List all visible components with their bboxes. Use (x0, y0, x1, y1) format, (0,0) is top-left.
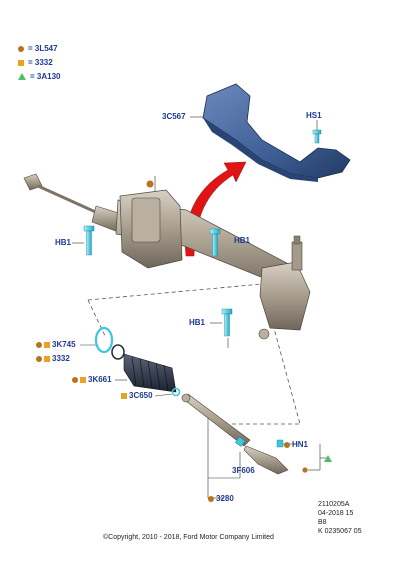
nut-hn1-icon (276, 439, 284, 448)
label-clip: 3C650 (121, 391, 153, 400)
part-marker-triangle (324, 455, 332, 462)
label-hb1-center: HB1 (234, 236, 251, 245)
legend-text: = 3332 (28, 58, 53, 67)
label-washer: 3332 (36, 354, 70, 363)
outer-tie-rod-end (243, 445, 289, 475)
circle-symbol-icon (18, 45, 24, 52)
tie-rod-ball-joint (181, 393, 191, 403)
bolt-hb1-lower-icon (221, 308, 233, 337)
leader-lines (72, 116, 328, 499)
square-symbol-icon (18, 59, 24, 66)
bolt-hb1-left-icon (83, 225, 95, 256)
part-marker-circle (146, 180, 154, 188)
steering-gear-assembly (23, 173, 311, 340)
bolt-hs1-icon (312, 129, 322, 144)
reference-block: 2110205A 04-2018 15 B8 K 0235067 05 (318, 500, 362, 536)
reference-id: K 0235067 05 (318, 528, 362, 535)
bolt-hb1-center-icon (209, 228, 221, 257)
legend-row-triangle: = 3A130 (18, 72, 60, 81)
locknut (234, 436, 246, 447)
reference-date: 04-2018 15 (318, 510, 354, 517)
label-boot-clamp: 3K745 (36, 340, 76, 349)
label-boot: 3K661 (72, 375, 112, 384)
boot-clamp-ring (94, 326, 114, 354)
label-locknut: 3F606 (232, 466, 255, 475)
label-tie-rod: 3280 (208, 494, 234, 503)
label-hb1-lower: HB1 (189, 318, 206, 327)
legend-row-square: = 3332 (18, 58, 53, 67)
washer-ring (111, 344, 125, 360)
bellows-folds (131, 356, 169, 391)
reference-version: B8 (318, 519, 327, 526)
label-shield: 3C567 (162, 112, 186, 121)
label-hb1-left: HB1 (55, 238, 72, 247)
label-hn1: HN1 (284, 440, 308, 449)
part-marker-circle (302, 467, 308, 473)
legend-row-circle: = 3L547 (18, 44, 58, 53)
boot-clip (171, 387, 181, 397)
legend-text: = 3A130 (30, 72, 61, 81)
legend-text: = 3L547 (28, 44, 58, 53)
reference-code: 2110205A (318, 501, 350, 508)
label-hs1: HS1 (306, 111, 322, 120)
copyright-notice: ©Copyright, 2010 - 2018, Ford Motor Comp… (103, 534, 274, 541)
triangle-symbol-icon (18, 73, 26, 80)
